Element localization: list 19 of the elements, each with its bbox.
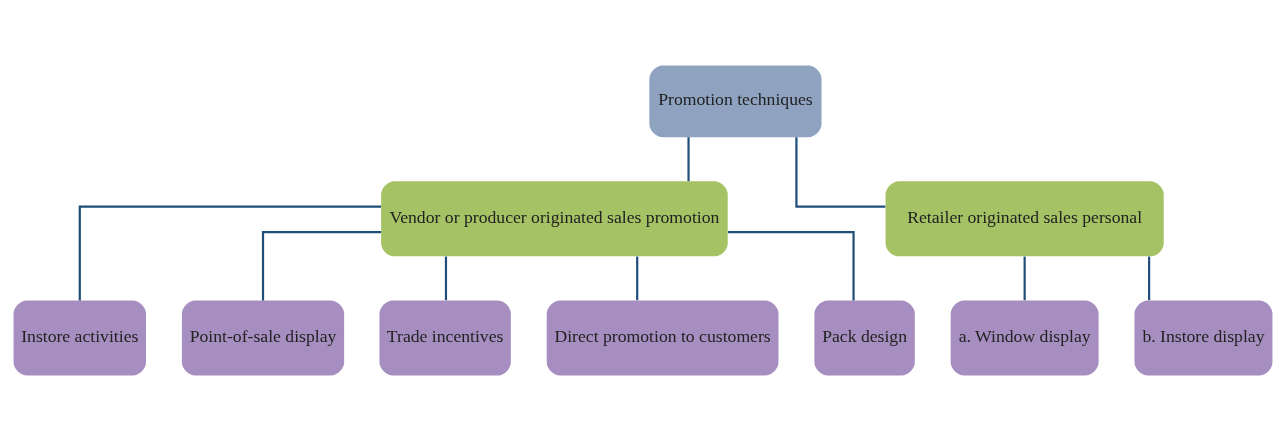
node-box: Pack design — [814, 300, 915, 376]
connector — [444, 256, 448, 301]
connector — [261, 231, 382, 301]
node-box: Vendor or producer originated sales promotion — [381, 181, 728, 257]
connector — [1148, 256, 1151, 301]
connector — [795, 137, 886, 208]
connector — [1023, 256, 1026, 301]
connector — [636, 256, 639, 301]
node-box: a. Window display — [950, 300, 1099, 376]
connector — [78, 205, 382, 301]
node-box: Retailer originated sales personal — [885, 181, 1164, 257]
connector — [728, 231, 855, 301]
node-box: b. Instore display — [1134, 300, 1273, 376]
node-box: Promotion techniques — [649, 65, 822, 138]
node-box: Trade incentives — [379, 300, 511, 376]
node-box: Point-of-sale display — [181, 300, 345, 376]
node-box: Direct promotion to customers — [546, 300, 779, 376]
connector — [687, 137, 690, 182]
node-box: Instore activities — [13, 300, 146, 376]
